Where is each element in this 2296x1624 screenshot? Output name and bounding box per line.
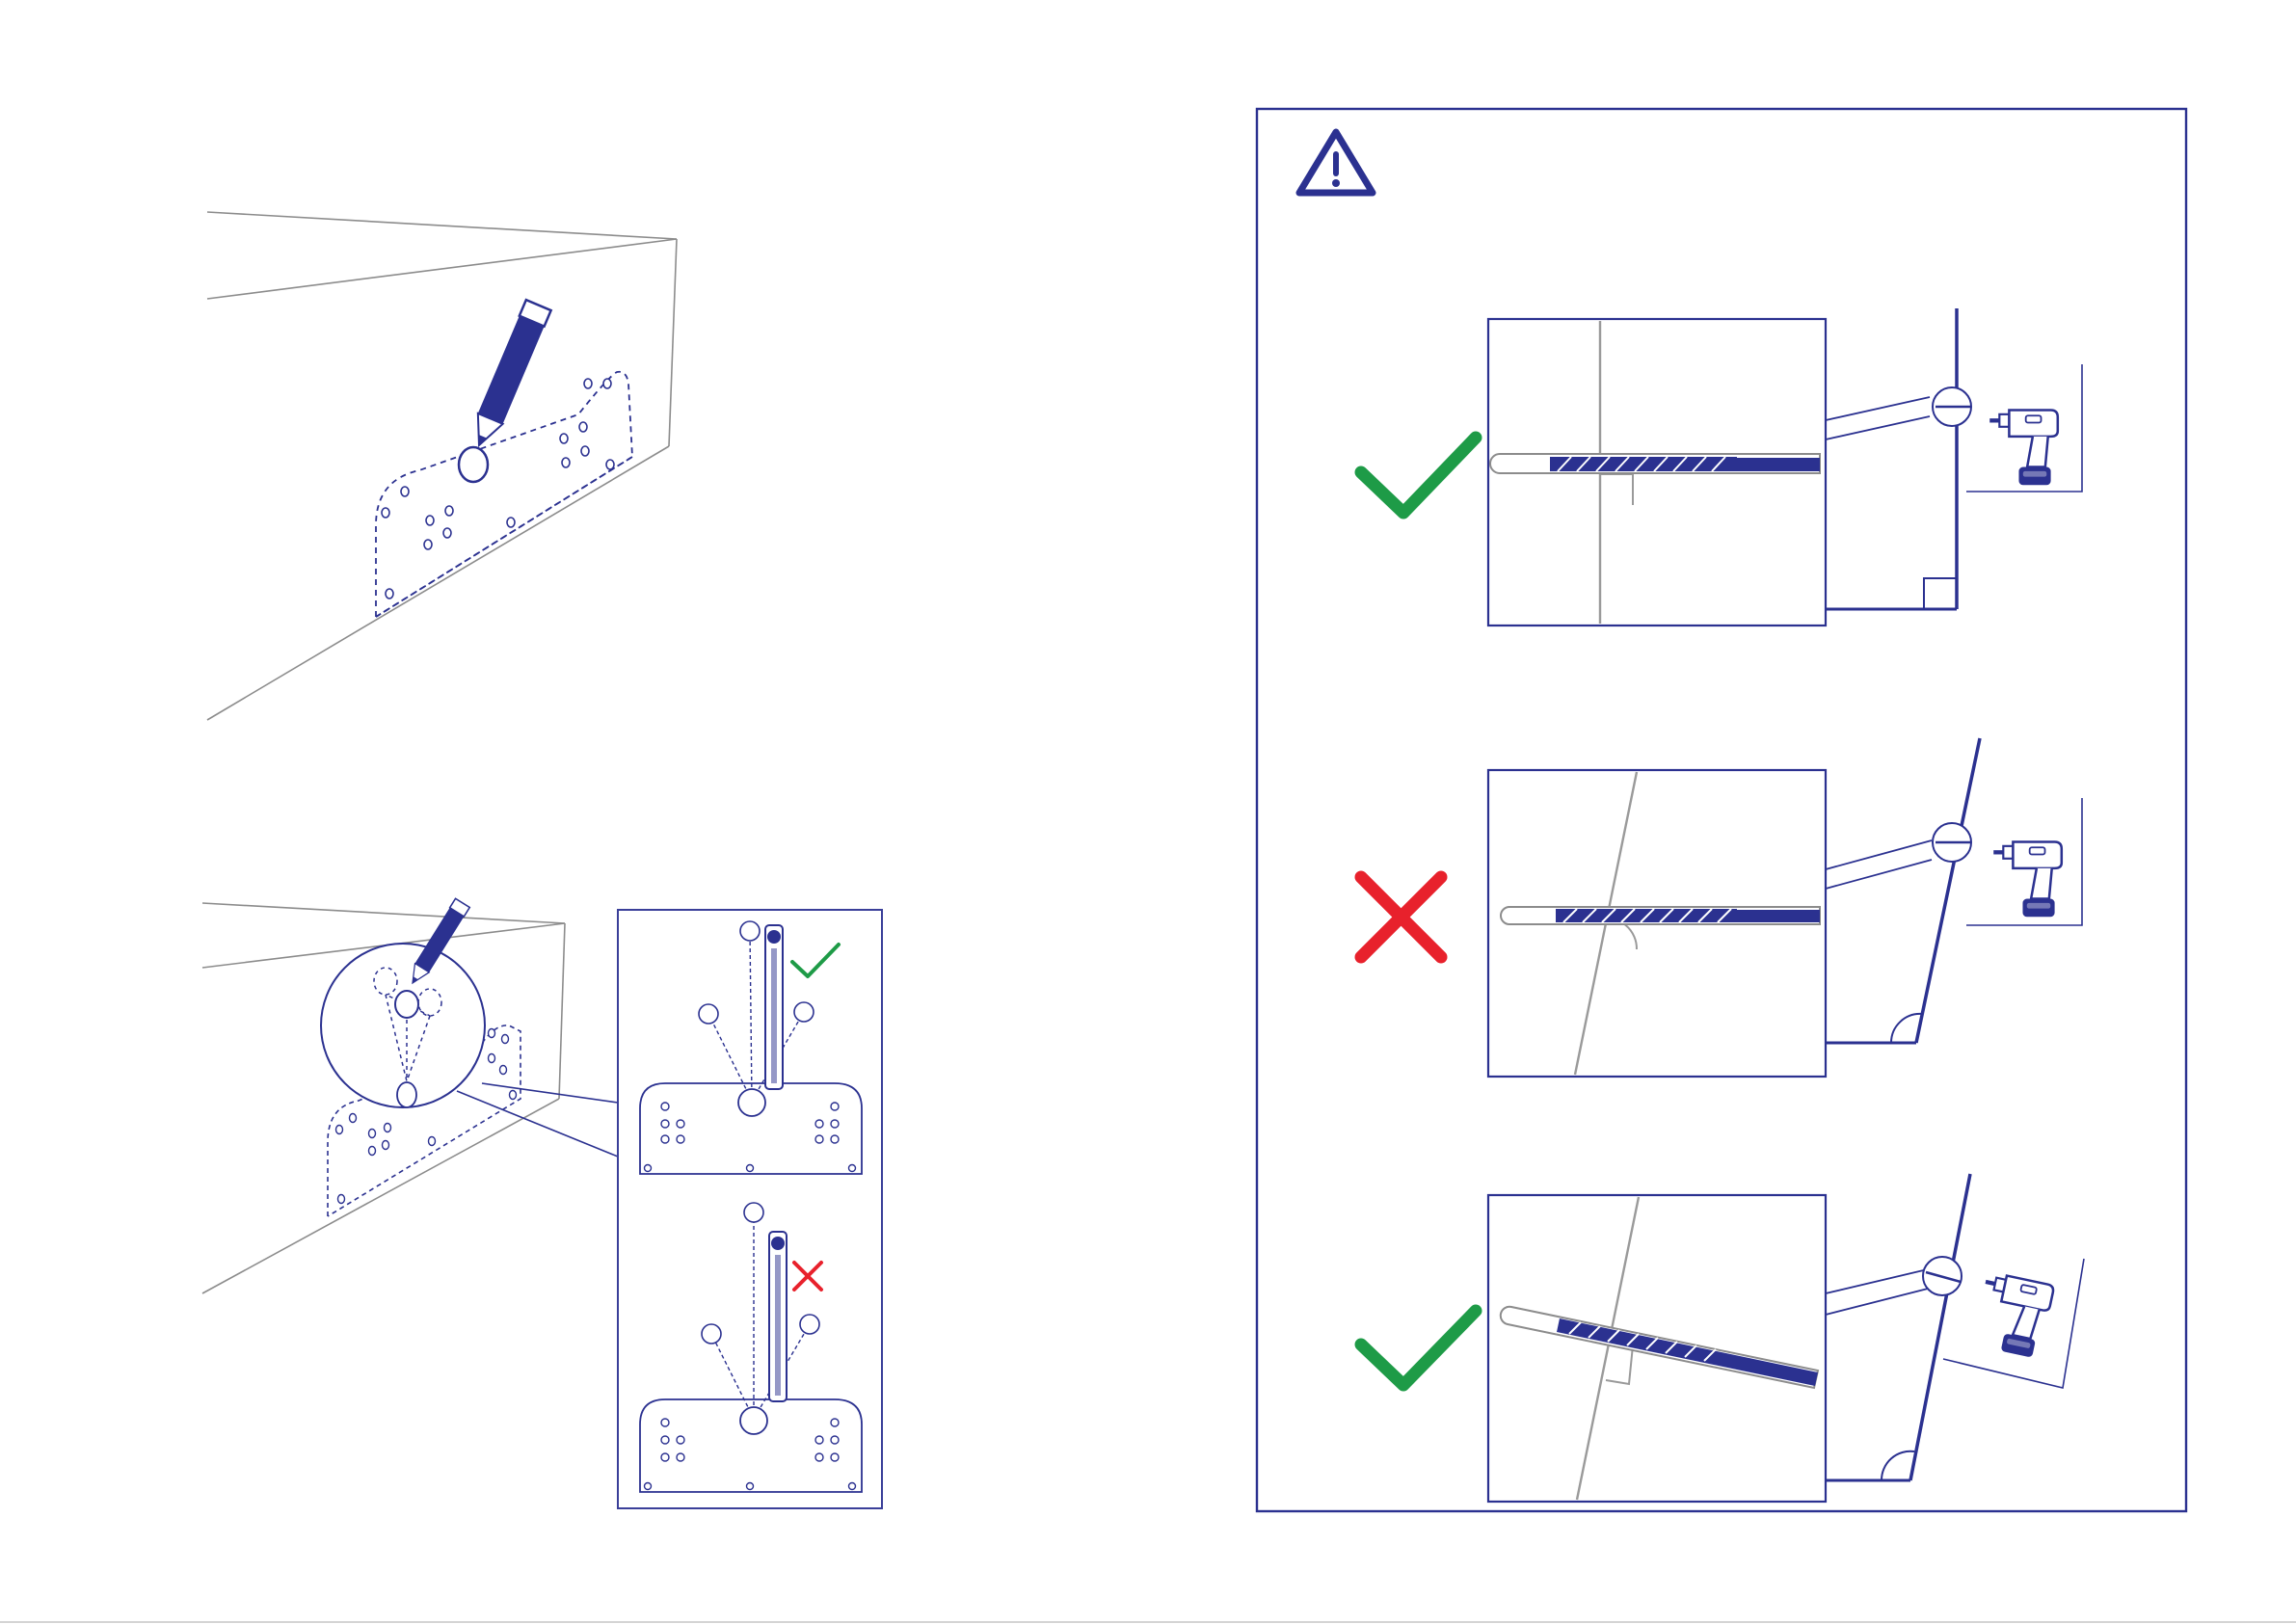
pencil-icon bbox=[467, 300, 551, 450]
drill-bit-icon bbox=[765, 925, 783, 1089]
inset-connector-bottom bbox=[457, 1091, 618, 1157]
detail-box bbox=[1488, 770, 1826, 1077]
detail-box bbox=[1488, 319, 1826, 626]
magnifier-circle bbox=[321, 944, 485, 1107]
inset-panel bbox=[618, 910, 882, 1508]
warning-panel bbox=[1257, 109, 2186, 1511]
drill-bit-icon bbox=[769, 1232, 787, 1401]
inset-connector-top bbox=[482, 1083, 618, 1103]
step-mark-hole bbox=[207, 212, 677, 720]
step-align-bit bbox=[202, 898, 882, 1508]
drill-bit-icon bbox=[1556, 909, 1820, 922]
detail-box bbox=[1488, 1195, 1826, 1502]
drill-bit-icon bbox=[1550, 457, 1820, 471]
marked-hole bbox=[459, 447, 488, 482]
